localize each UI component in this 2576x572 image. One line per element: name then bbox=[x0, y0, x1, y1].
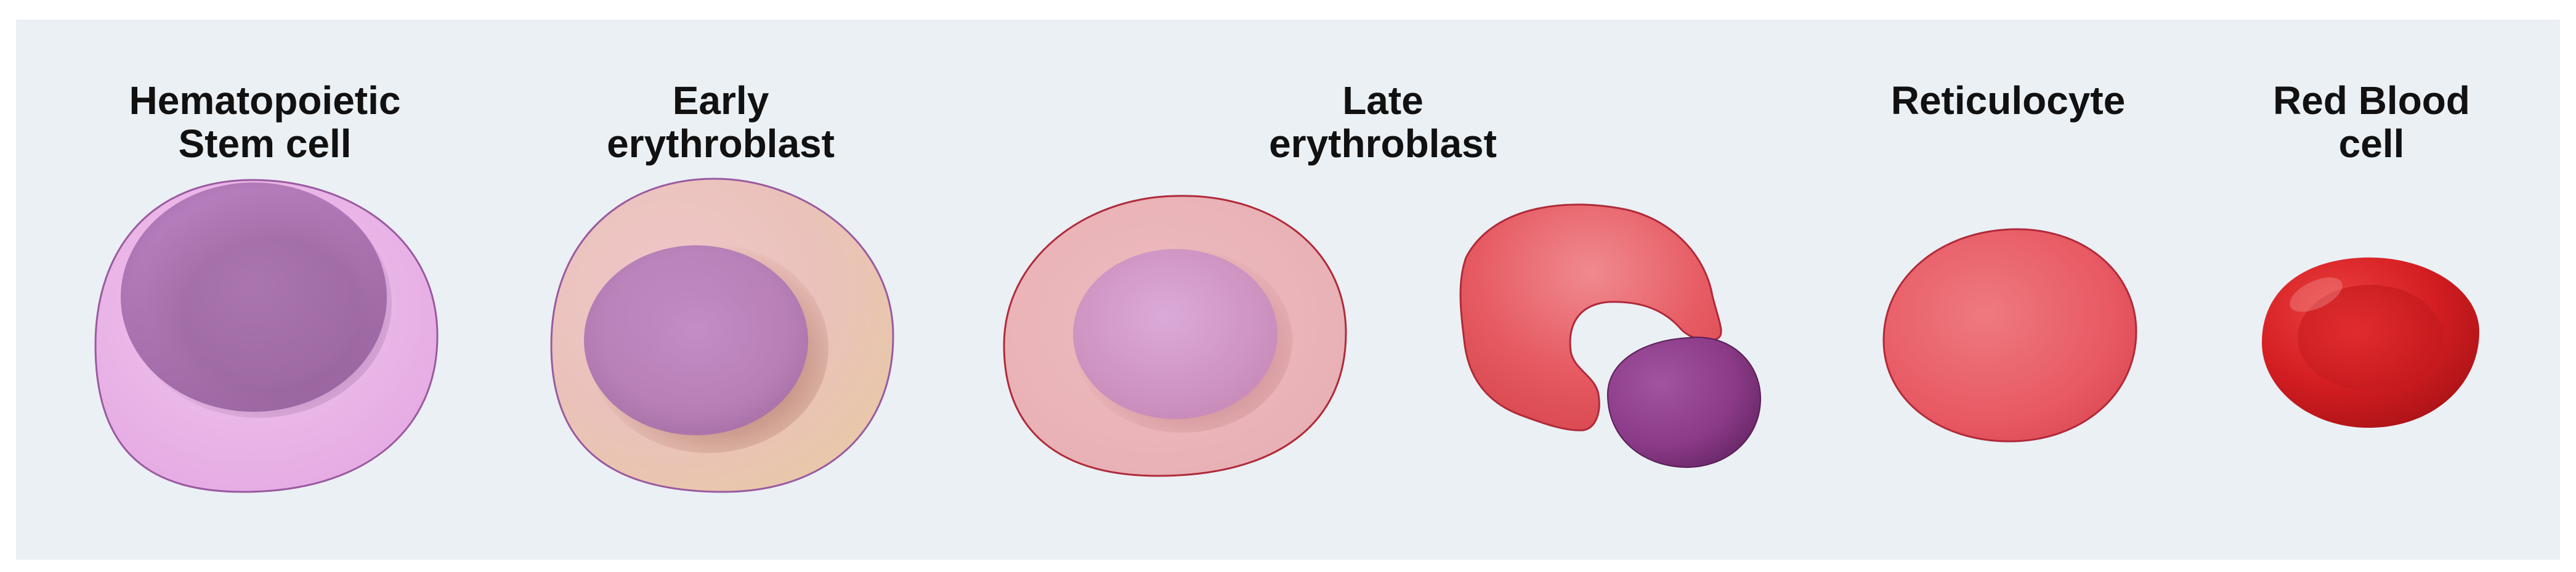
reticulocyte bbox=[1882, 228, 2137, 443]
enucleating-cytoplasm bbox=[1459, 203, 1722, 431]
reticulocyte-body bbox=[1882, 228, 2137, 443]
late-nucleus bbox=[1073, 249, 1278, 419]
late-erythroblast bbox=[1003, 195, 1347, 477]
label-hematopoietic-stem-cell: Hematopoietic Stem cell bbox=[129, 78, 401, 166]
hsc-nucleus-shadow bbox=[126, 189, 392, 418]
label-red-blood-cell: Red Blood cell bbox=[2273, 78, 2470, 166]
early-nucleus bbox=[584, 245, 808, 435]
red-blood-cell bbox=[2262, 257, 2479, 428]
early-erythroblast bbox=[550, 178, 894, 493]
label-reticulocyte: Reticulocyte bbox=[1890, 78, 2126, 123]
rbc-central-pallor bbox=[2298, 285, 2443, 391]
rbc-highlight bbox=[2290, 277, 2343, 312]
label-late-erythroblast: Late erythroblast bbox=[1269, 78, 1497, 166]
label-early-erythroblast: Early erythroblast bbox=[607, 78, 835, 166]
enucleating-erythroblast bbox=[1459, 203, 1762, 468]
hematopoietic-stem-cell bbox=[94, 179, 439, 493]
extruded-nucleus bbox=[1606, 337, 1762, 468]
